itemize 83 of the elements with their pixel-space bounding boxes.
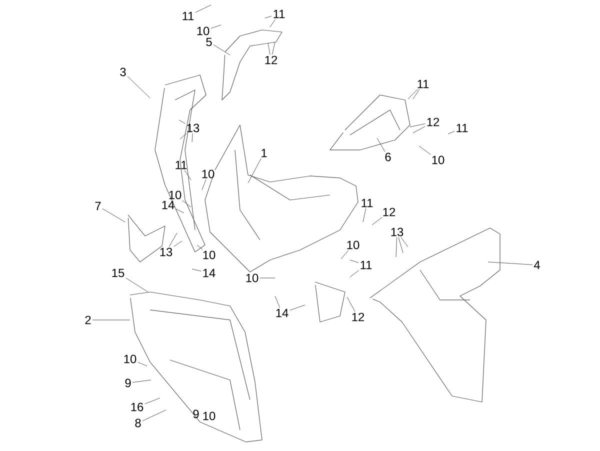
leader-line	[180, 133, 187, 140]
callout-number: 10	[432, 156, 444, 164]
callout-number: 11	[360, 260, 372, 270]
leader-line	[127, 76, 150, 98]
callout-number: 2	[85, 316, 91, 324]
callout-number: 12	[265, 56, 278, 64]
callout-number: 3	[120, 68, 126, 76]
leader-line	[264, 16, 272, 18]
leader-line	[102, 208, 126, 222]
callout-number: 10	[124, 354, 136, 364]
leader-line	[274, 296, 280, 308]
leader-line	[272, 42, 276, 55]
callout-number: 4	[534, 260, 540, 270]
callout-number: 11	[362, 198, 373, 208]
leader-line	[138, 362, 148, 366]
leader-line	[126, 278, 148, 292]
leader-line	[418, 146, 431, 155]
callout-number: 14	[162, 200, 174, 210]
callout-number: 12	[383, 208, 396, 216]
leader-line	[350, 260, 359, 263]
leader-line	[448, 130, 455, 134]
callout-number: 9	[193, 410, 199, 418]
callout-number: 11	[456, 124, 468, 132]
callout-number: 10	[197, 26, 210, 36]
callout-number: 1	[262, 148, 267, 158]
leader-line	[174, 240, 182, 247]
leader-line	[210, 24, 222, 29]
leader-line	[132, 380, 152, 383]
leader-line	[398, 237, 404, 254]
callout-number: 12	[427, 118, 440, 126]
callout-number: 8	[135, 418, 141, 428]
leader-line	[184, 170, 192, 180]
callout-number: 5	[206, 38, 212, 46]
callout-number: 13	[391, 228, 404, 236]
leader-line	[412, 126, 426, 134]
callout-number: 11	[274, 10, 285, 18]
callout-number: 10	[347, 240, 360, 250]
callout-number: 9	[125, 378, 131, 388]
leader-line	[410, 123, 426, 128]
leader-line	[412, 89, 420, 100]
leader-line	[396, 237, 398, 258]
callout-number: 6	[385, 152, 391, 162]
leader-line	[144, 398, 160, 404]
leader-line	[213, 44, 230, 56]
callout-number: 11	[182, 12, 194, 20]
leader-line	[376, 138, 386, 152]
callout-number: 16	[131, 402, 144, 412]
leader-line	[350, 270, 360, 278]
callout-number: 11	[176, 160, 187, 170]
leader-line	[168, 232, 178, 247]
callout-number: 13	[187, 124, 200, 132]
callout-number: 11	[418, 80, 429, 88]
leader-line	[142, 410, 166, 422]
leader-line	[408, 89, 418, 100]
leader-line	[362, 208, 366, 222]
callout-number: 13	[160, 248, 172, 256]
leader-line	[192, 133, 193, 142]
leader-line	[248, 158, 262, 184]
leader-line	[372, 217, 382, 226]
callout-number: 10	[202, 170, 214, 178]
leader-line	[196, 244, 203, 250]
leader-line	[202, 179, 206, 190]
leader-line	[178, 120, 186, 124]
callout-number: 10	[203, 250, 216, 260]
leader-line	[182, 200, 192, 208]
leader-line	[195, 4, 212, 13]
leader-line	[346, 296, 356, 312]
leader-line	[488, 262, 533, 265]
callout-number: 7	[95, 202, 101, 210]
callout-number: 10	[203, 412, 216, 420]
leader-line	[192, 268, 202, 272]
callout-number: 14	[203, 268, 216, 278]
callout-number: 14	[276, 308, 288, 318]
leader-line	[290, 304, 306, 310]
leader-line	[176, 208, 184, 214]
callout-number: 10	[169, 190, 182, 200]
leader-line	[270, 19, 276, 28]
leader-line	[268, 42, 270, 55]
callout-number: 12	[352, 312, 364, 322]
callout-number: 15	[112, 268, 124, 278]
leader-line	[340, 250, 349, 260]
callout-number: 10	[246, 274, 258, 282]
leader-line	[400, 237, 408, 248]
